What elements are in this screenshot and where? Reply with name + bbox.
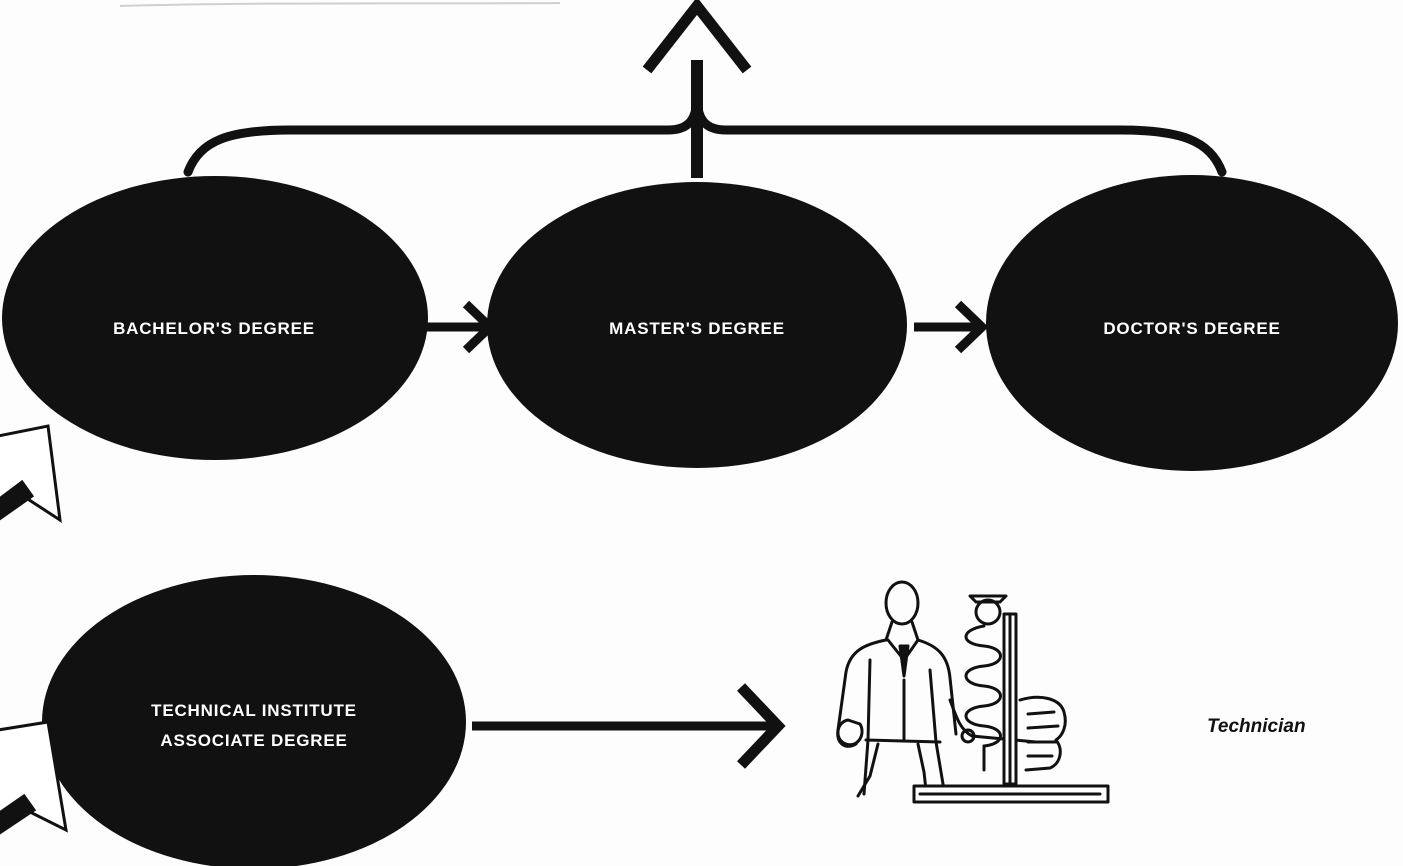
technical-label-line1: TECHNICAL INSTITUTE (151, 701, 357, 720)
left-edge-chevron-upper (0, 424, 62, 524)
bachelor-to-master-arrow (424, 300, 497, 354)
technician-with-lab-apparatus-icon (836, 580, 1110, 804)
master-label: MASTER'S DEGREE (609, 319, 785, 338)
bachelor-node: BACHELOR'S DEGREE (2, 176, 428, 460)
technical-to-technician-arrow (472, 683, 786, 769)
bracket-left-arm (183, 91, 702, 177)
bachelor-label: BACHELOR'S DEGREE (113, 319, 315, 338)
left-edge-chevron-lower (0, 720, 68, 835)
technical-node: TECHNICAL INSTITUTE ASSOCIATE DEGREE (42, 575, 466, 866)
master-to-doctor-arrow (914, 300, 989, 354)
bracket-stem (691, 60, 703, 178)
top-arrowhead (642, 0, 752, 74)
master-node: MASTER'S DEGREE (487, 182, 907, 468)
technical-label-line2: ASSOCIATE DEGREE (160, 731, 347, 750)
doctor-label: DOCTOR'S DEGREE (1103, 319, 1280, 338)
bracket-right-arm (692, 91, 1227, 177)
technician-caption: Technician (1207, 716, 1306, 737)
top-bracket (183, 91, 1227, 177)
doctor-node: DOCTOR'S DEGREE (986, 175, 1398, 471)
top-edge-artifact (119, 2, 561, 7)
